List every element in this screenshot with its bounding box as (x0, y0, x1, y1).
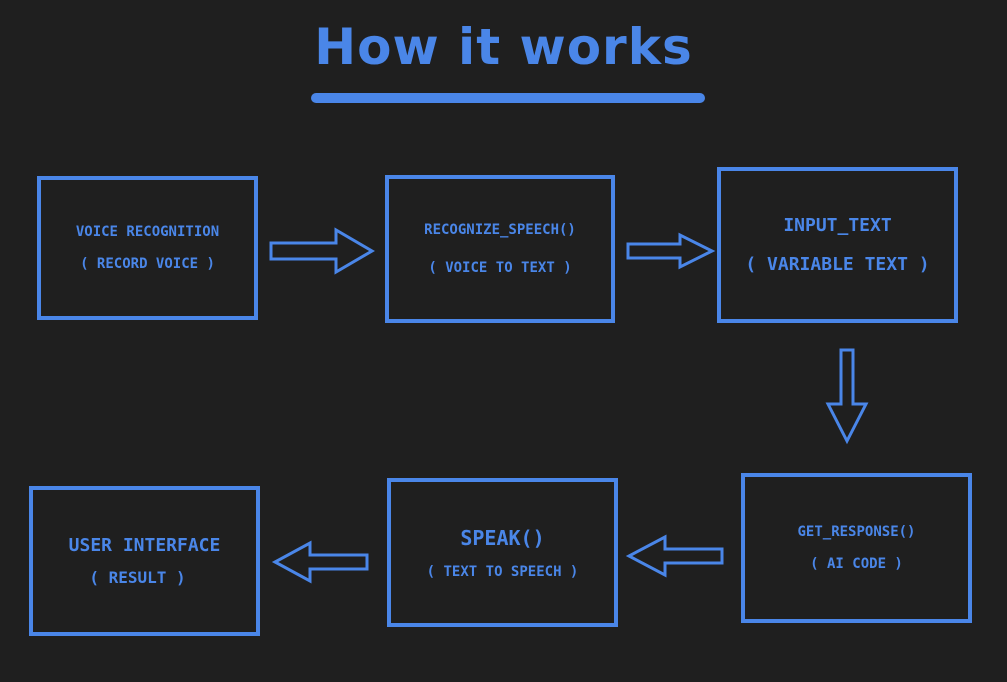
arrow-right-icon (626, 232, 716, 270)
step-name: VOICE RECOGNITION (75, 224, 220, 240)
step-input-text: INPUT_TEXT ( VARIABLE TEXT ) (717, 167, 958, 323)
step-voice-recognition: VOICE RECOGNITION ( RECORD VOICE ) (37, 176, 258, 320)
arrow-down-icon (825, 348, 869, 445)
step-detail: ( RECORD VOICE ) (80, 256, 215, 272)
step-name: GET_RESPONSE() (797, 524, 916, 540)
arrow-left-icon (625, 534, 724, 578)
step-detail: ( TEXT TO SPEECH ) (426, 563, 579, 580)
page-title: How it works (314, 18, 693, 76)
step-recognize-speech: RECOGNIZE_SPEECH() ( VOICE TO TEXT ) (385, 175, 615, 323)
arrow-right-icon (269, 227, 375, 275)
step-get-response: GET_RESPONSE() ( AI CODE ) (741, 473, 972, 623)
step-detail: ( AI CODE ) (810, 556, 903, 572)
step-name: USER INTERFACE (68, 535, 221, 556)
step-speak: SPEAK() ( TEXT TO SPEECH ) (387, 478, 618, 627)
step-name: SPEAK() (460, 525, 545, 550)
step-detail: ( VARIABLE TEXT ) (745, 254, 930, 275)
arrow-left-icon (271, 540, 369, 584)
title-underline (311, 93, 705, 103)
step-name: INPUT_TEXT (783, 215, 892, 236)
step-name: RECOGNIZE_SPEECH() (424, 222, 576, 238)
step-detail: ( RESULT ) (89, 568, 186, 587)
step-user-interface: USER INTERFACE ( RESULT ) (29, 486, 260, 636)
step-detail: ( VOICE TO TEXT ) (428, 260, 572, 276)
